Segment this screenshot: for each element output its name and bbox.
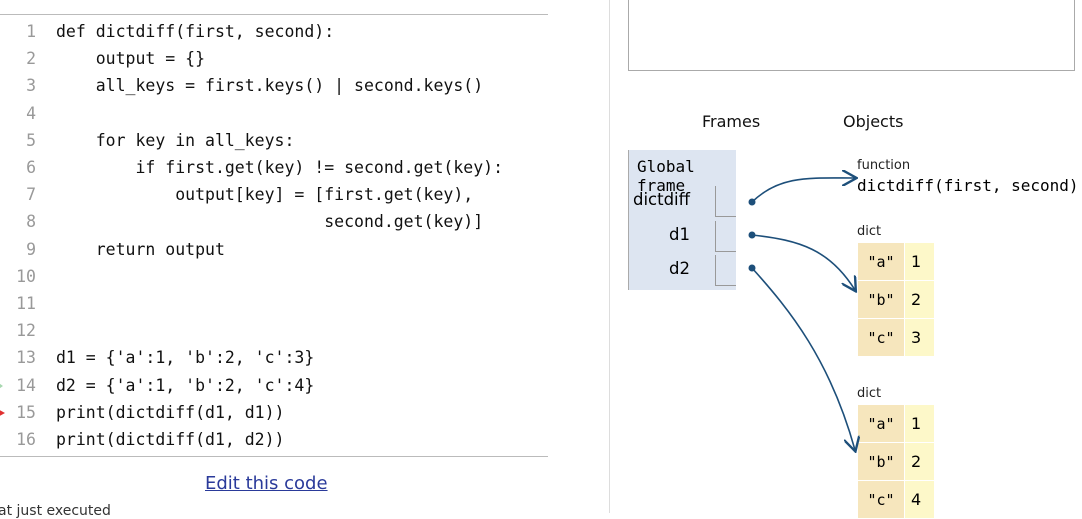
var-name: d1 <box>669 225 690 244</box>
line-source: output[key] = [first.get(key), <box>56 185 474 205</box>
code-line: 11 <box>0 290 548 317</box>
dict-label: dict <box>857 386 882 401</box>
line-number: 12 <box>16 321 36 341</box>
function-object: dictdiff(first, second) <box>857 176 1079 195</box>
dict-entry: "a"1 <box>858 405 934 443</box>
arrow-d2 <box>751 267 855 450</box>
code-line: 13 d1 = {'a':1, 'b':2, 'c':3} <box>0 344 548 371</box>
dict-key: "c" <box>858 481 905 518</box>
line-source: print(dictdiff(d1, d1)) <box>56 402 285 422</box>
line-number: 5 <box>26 130 36 150</box>
dict-value: 3 <box>905 319 934 356</box>
code-line: 6 if first.get(key) != second.get(key): <box>0 154 548 181</box>
line-number: 3 <box>26 76 36 96</box>
dict-value: 1 <box>905 405 934 442</box>
code-line: 1 def dictdiff(first, second): <box>0 18 548 45</box>
line-number: 11 <box>16 294 36 313</box>
dict-d1: "a"1"b"2"c"3 <box>858 243 934 357</box>
line-number: 14 <box>16 375 36 395</box>
dict-key: "a" <box>858 405 905 442</box>
var-slot <box>715 255 736 286</box>
code-line: 4 <box>0 100 548 127</box>
dict-d2: "a"1"b"2"c"4 <box>858 405 934 519</box>
code-line: 10 <box>0 263 548 290</box>
var-name: d2 <box>669 259 690 278</box>
objects-header: Objects <box>843 112 904 131</box>
line-source: d1 = {'a':1, 'b':2, 'c':3} <box>56 348 315 368</box>
code-line: 7 output[key] = [first.get(key), <box>0 181 548 208</box>
var-slot <box>715 186 736 217</box>
line-number: 6 <box>26 158 36 177</box>
var-name: dictdiff <box>632 190 690 209</box>
line-source: all_keys = first.keys() | second.keys() <box>56 76 484 96</box>
code-line: 5 for key in all_keys: <box>0 127 548 154</box>
dict-key: "b" <box>858 443 905 480</box>
dict-label: dict <box>857 224 882 239</box>
function-label: function <box>857 158 911 173</box>
var-slot <box>715 221 736 252</box>
prev-line-arrow-icon <box>0 380 3 391</box>
line-number: 16 <box>16 430 36 449</box>
code-line: 9 return output <box>0 236 548 263</box>
dict-entry: "c"4 <box>858 481 934 519</box>
dict-value: 2 <box>905 281 934 318</box>
dict-key: "c" <box>858 319 905 356</box>
line-number: 15 <box>16 402 36 422</box>
line-source: for key in all_keys: <box>56 130 295 150</box>
dict-value: 4 <box>905 481 934 518</box>
divider <box>609 0 610 513</box>
line-number: 10 <box>16 266 36 286</box>
code-line: 3 all_keys = first.keys() | second.keys(… <box>0 72 548 99</box>
line-source: print(dictdiff(d1, d2)) <box>56 430 285 449</box>
edit-code-link[interactable]: Edit this code <box>205 473 328 494</box>
dict-entry: "a"1 <box>858 243 934 281</box>
dict-entry: "b"2 <box>858 281 934 319</box>
pointer-dot <box>748 264 756 272</box>
dict-value: 1 <box>905 243 934 280</box>
line-number: 1 <box>26 22 36 41</box>
dict-key: "a" <box>858 243 905 280</box>
dict-key: "b" <box>858 281 905 318</box>
next-line-arrow-icon <box>0 407 5 418</box>
line-number: 9 <box>26 239 36 259</box>
output-textarea[interactable] <box>628 0 1075 71</box>
frame-title: Global frame <box>637 157 695 195</box>
dict-value: 2 <box>905 443 934 480</box>
line-source: output = {} <box>56 49 206 69</box>
frames-header: Frames <box>702 112 761 131</box>
arrow-dictdiff <box>751 178 855 203</box>
code-panel: 1 def dictdiff(first, second): 2 output = … <box>0 14 548 457</box>
line-number: 2 <box>26 49 36 69</box>
line-source: return output <box>56 239 225 259</box>
line-source: def dictdiff(first, second): <box>56 22 335 41</box>
line-number: 7 <box>26 185 36 205</box>
line-source: if first.get(key) != second.get(key): <box>56 158 504 177</box>
code-line: 12 <box>0 317 548 344</box>
line-number: 8 <box>26 212 36 232</box>
dict-entry: "c"3 <box>858 319 934 357</box>
dict-entry: "b"2 <box>858 443 934 481</box>
arrow-d1 <box>751 234 855 290</box>
code-line: 8 second.get(key)] <box>0 208 548 235</box>
line-number: 13 <box>16 348 36 368</box>
line-source: d2 = {'a':1, 'b':2, 'c':4} <box>56 375 315 395</box>
pointer-dot <box>748 198 756 206</box>
global-frame: Global frame dictdiff d1 d2 <box>628 150 736 290</box>
line-number: 4 <box>26 103 36 123</box>
code-line: 14 d2 = {'a':1, 'b':2, 'c':4} <box>0 372 548 399</box>
line-source: second.get(key)] <box>56 212 484 232</box>
code-line: 16 print(dictdiff(d1, d2)) <box>0 426 548 453</box>
code-line: 2 output = {} <box>0 45 548 72</box>
code-line: 15 print(dictdiff(d1, d1)) <box>0 399 548 426</box>
pointer-dot <box>748 231 756 239</box>
